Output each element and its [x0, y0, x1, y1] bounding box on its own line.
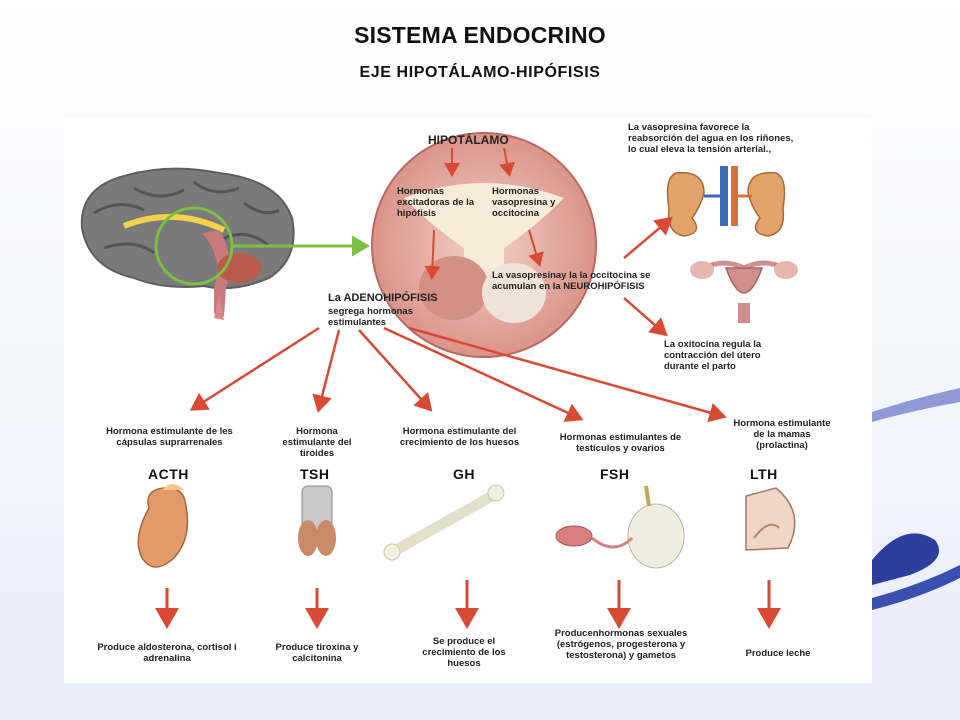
hormone-code-gh: GH [453, 466, 475, 482]
uterus-illustration [690, 260, 798, 323]
hormone-effect-lth: Produce leche [745, 648, 811, 659]
label-vasopresina-effect: La vasopresina favorece la reabsorción d… [628, 122, 794, 155]
slide-title: SISTEMA ENDOCRINO [354, 22, 606, 48]
label-adenohipofisis-text: segrega hormonas estimulantes [328, 306, 413, 328]
hormone-effect-tsh: Produce tiroxina y calcitonina [275, 642, 359, 664]
hormone-code-tsh: TSH [300, 466, 330, 482]
label-adenohipofisis: La ADENOHIPÓFISIS [328, 292, 438, 304]
hormone-code-fsh: FSH [600, 466, 630, 482]
gonads-illustration [555, 485, 685, 569]
diagram-graphics [80, 132, 798, 629]
thyroid-illustration [298, 485, 336, 556]
brain-illustration [80, 167, 370, 320]
label-hipotalamo: HIPOTÁLAMO [428, 133, 509, 147]
label-hormonas-vasopresina: Hormonas vasopresina y occitocina [492, 186, 556, 219]
hormone-code-lth: LTH [750, 466, 778, 482]
hormone-desc-fsh: Hormonas estimulantes de testículos y ov… [559, 432, 682, 454]
bone-illustration [383, 484, 505, 561]
adrenal-illustration [137, 484, 189, 568]
hormone-desc-acth: Hormona estimulante de les cápsulas supr… [106, 426, 233, 448]
label-hormonas-excitadoras: Hormonas excitadoras de la hipófisis [397, 186, 475, 219]
hormone-code-acth: ACTH [148, 466, 189, 482]
breast-illustration [745, 487, 796, 551]
hormone-desc-gh: Hormona estimulante del crecimiento de l… [399, 426, 520, 448]
hormone-desc-tsh: Hormona estimulante del tiroides [282, 426, 352, 459]
pituitary-circle [371, 132, 597, 358]
hormone-effect-acth: Produce aldosterona, cortisol i adrenali… [97, 642, 237, 664]
hormone-effect-fsh: Producenhormonas sexuales (estrógenos, p… [554, 628, 688, 661]
label-vasopresina-acumulan: La vasopresinay la la occitocina se acum… [492, 270, 651, 292]
hormone-effect-gh: Se produce el crecimiento de los huesos [422, 636, 506, 669]
slide-subtitle: EJE HIPOTÁLAMO-HIPÓFISIS [359, 64, 601, 81]
diagram-panel: HIPOTÁLAMO Hormonas excitadoras de la hi… [64, 118, 872, 683]
label-oxitocina-effect: La oxitocina regula la contracción del ú… [664, 339, 762, 372]
hormone-desc-lth: Hormona estimulante de la mamas (prolact… [733, 418, 831, 451]
kidney-illustration [666, 166, 786, 237]
